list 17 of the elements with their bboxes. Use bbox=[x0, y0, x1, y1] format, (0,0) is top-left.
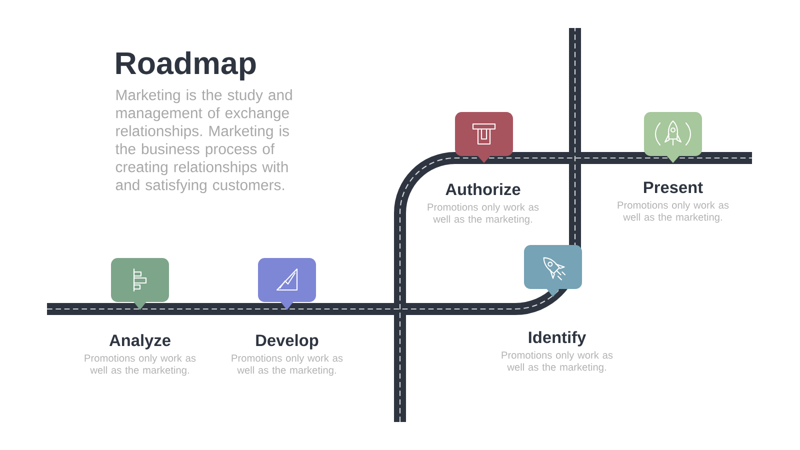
speech-bubble bbox=[258, 258, 316, 310]
description: Promotions only work as well as the marketing. bbox=[232, 354, 343, 376]
title: Roadmap bbox=[116, 51, 256, 80]
milestone-heading: Analyze bbox=[109, 334, 170, 350]
milestone-heading: Identify bbox=[528, 331, 586, 346]
description: Promotions only work as well as the marketing. bbox=[84, 354, 196, 376]
description: Promotions only work as well as the marketing. bbox=[618, 201, 729, 223]
description: Promotions only work as well as the marketing. bbox=[428, 203, 539, 225]
description: Promotions only work as well as the marketing. bbox=[502, 351, 613, 373]
milestone-heading: Present bbox=[644, 182, 703, 194]
milestone-heading: Develop bbox=[256, 334, 318, 350]
paragraph: Marketing is the study and management of exchange relationships. Marketing is the business process of creating relationships with and satisfying customers. bbox=[116, 89, 292, 194]
speech-bubble bbox=[524, 245, 582, 297]
speech-bubble bbox=[455, 112, 513, 163]
speech-bubble bbox=[644, 112, 702, 163]
speech-bubble bbox=[111, 258, 169, 310]
milestone-heading: Authorize bbox=[446, 183, 520, 196]
